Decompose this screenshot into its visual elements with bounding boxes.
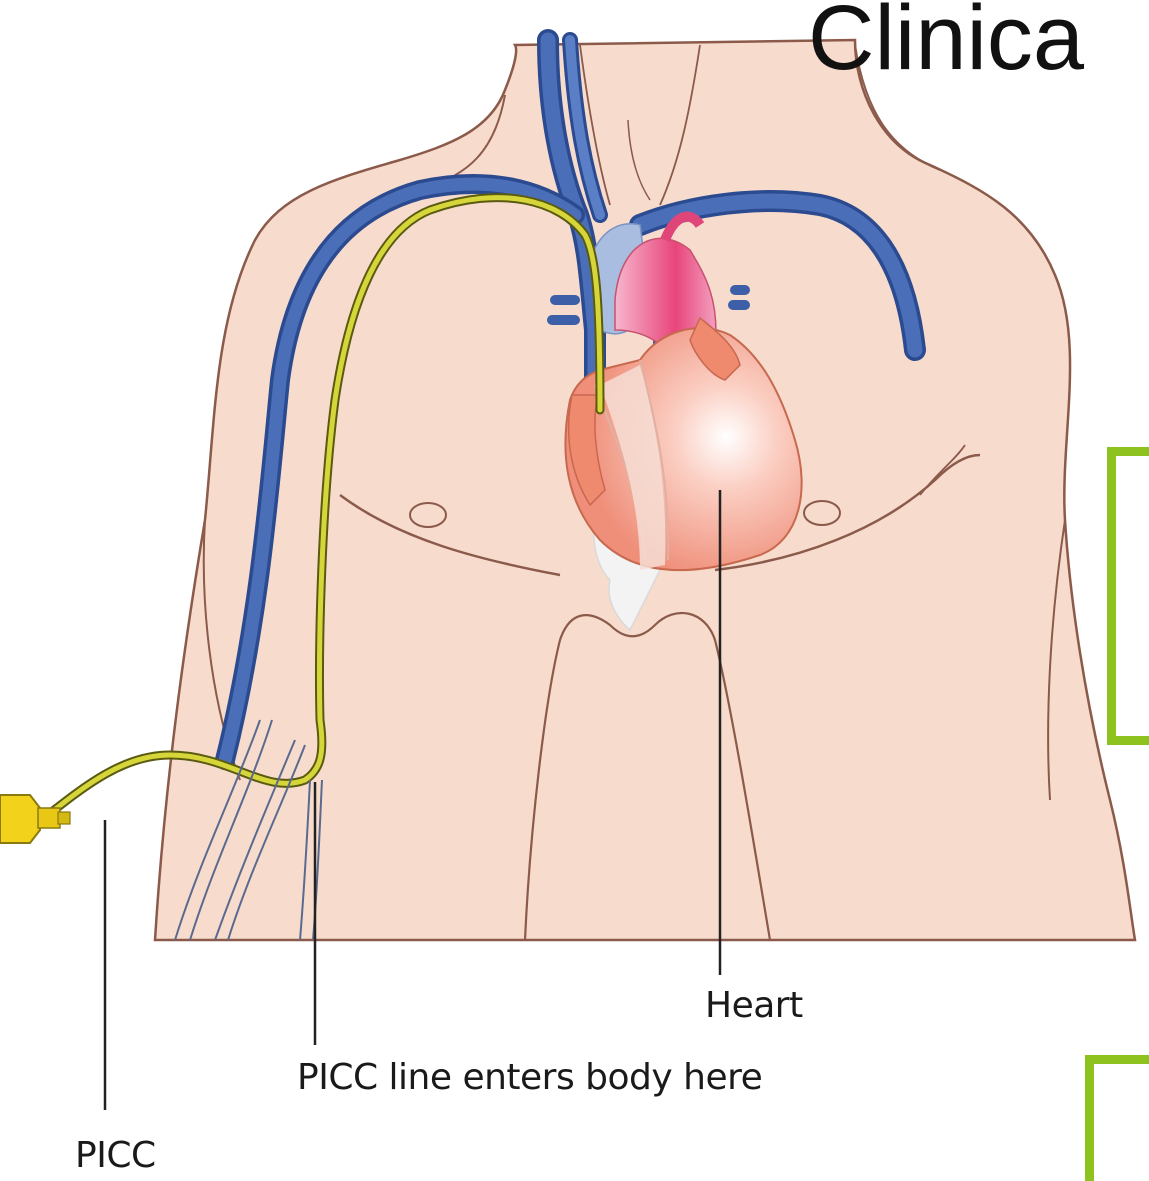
green-bracket-1 <box>1107 447 1149 745</box>
heart-label: Heart <box>705 985 803 1026</box>
slide-title: Clinica <box>808 0 1084 89</box>
picc-label: PICC <box>75 1135 156 1176</box>
green-bracket-2 <box>1085 1055 1149 1181</box>
entry-point-label: PICC line enters body here <box>297 1057 762 1098</box>
